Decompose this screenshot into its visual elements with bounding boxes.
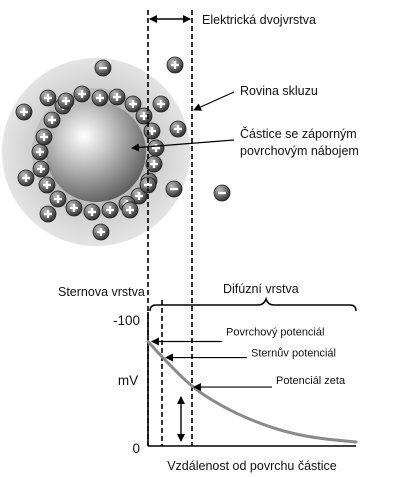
ion bbox=[35, 128, 53, 146]
ion bbox=[166, 56, 184, 74]
ion bbox=[38, 176, 56, 194]
ion bbox=[124, 95, 142, 113]
y-axis-label: mV bbox=[118, 373, 138, 388]
potential-curve bbox=[146, 339, 358, 444]
ion bbox=[101, 201, 119, 219]
ion bbox=[152, 95, 170, 113]
ion bbox=[135, 107, 153, 125]
ion bbox=[91, 89, 109, 107]
ion bbox=[92, 223, 110, 241]
ion bbox=[32, 160, 50, 178]
ion bbox=[17, 169, 35, 187]
ion bbox=[130, 187, 148, 205]
ion bbox=[39, 205, 57, 223]
marker-label: Potenciál zeta bbox=[276, 375, 346, 387]
diffuse-layer-brace bbox=[149, 296, 357, 312]
negative-particle bbox=[46, 102, 146, 202]
diffuse-layer-label: Difúzní vrstva bbox=[223, 282, 299, 296]
ion bbox=[73, 85, 91, 103]
ion bbox=[108, 88, 126, 106]
y-tick-label-top: -100 bbox=[113, 313, 140, 328]
ion bbox=[57, 92, 75, 110]
ion bbox=[143, 122, 161, 140]
stern-layer-label: Sternova vrstva bbox=[58, 285, 145, 299]
particle-group bbox=[2, 56, 231, 246]
ion bbox=[139, 176, 157, 194]
ion bbox=[15, 103, 33, 121]
slipping-plane-label: Rovina skluzu bbox=[240, 84, 318, 98]
ion bbox=[121, 201, 139, 219]
ion bbox=[147, 139, 165, 157]
ion bbox=[31, 143, 49, 161]
particle-label-line1: Částice se záporným bbox=[240, 126, 357, 141]
ion bbox=[43, 111, 61, 129]
particle-label-line2: povrchovým nábojem bbox=[240, 144, 359, 158]
marker-label: Sternův potenciál bbox=[251, 348, 336, 360]
ion bbox=[49, 190, 67, 208]
particle-pointer bbox=[131, 139, 235, 152]
potential-chart: -100 0 mV Vzdálenost od povrchu částice … bbox=[113, 312, 358, 473]
ion bbox=[39, 89, 57, 107]
ion bbox=[165, 180, 183, 198]
x-axis-label: Vzdálenost od povrchu částice bbox=[167, 459, 337, 473]
ion bbox=[94, 59, 112, 77]
marker-label: Povrchový potenciál bbox=[226, 326, 324, 338]
ion bbox=[213, 184, 231, 202]
electrical-double-layer-label: Elektrická dvojvrstva bbox=[202, 13, 316, 27]
ion bbox=[145, 155, 163, 173]
slipping-plane-pointer bbox=[193, 91, 235, 111]
ion bbox=[83, 203, 101, 221]
y-tick-label-bottom: 0 bbox=[132, 441, 140, 456]
ion bbox=[169, 120, 187, 138]
ion bbox=[65, 199, 83, 217]
